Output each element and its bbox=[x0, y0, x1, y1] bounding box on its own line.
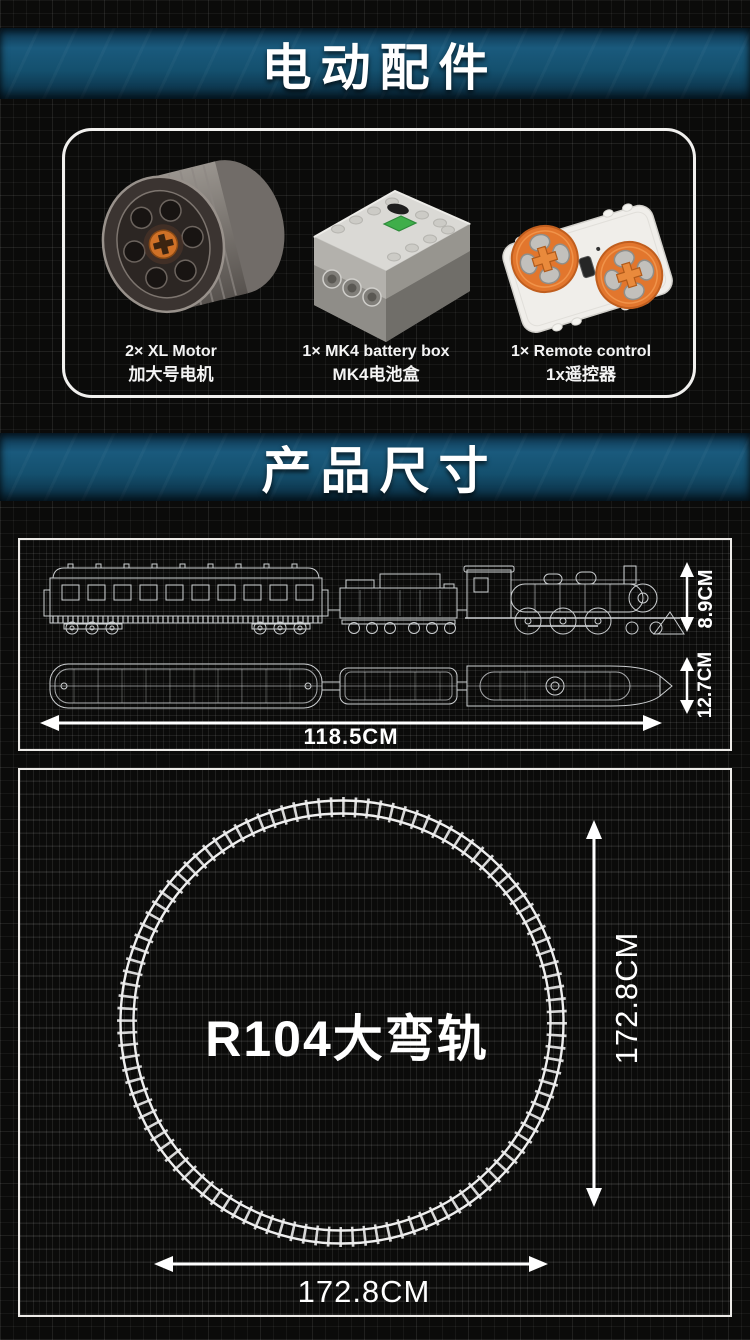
track-name-label: R104大弯轨 bbox=[205, 1011, 489, 1067]
battery-box-label: 1× MK4 battery box MK4电池盒 bbox=[256, 341, 496, 386]
battery-box-label-en: 1× MK4 battery box bbox=[302, 343, 450, 360]
train-height-label: 8.9CM bbox=[695, 569, 717, 629]
train-dimensions-panel: 8.9CM 12.7CM 118.5CM bbox=[18, 538, 732, 751]
train-blueprint-drawing bbox=[43, 563, 685, 709]
remote-control-label-en: 1× Remote control bbox=[510, 343, 652, 360]
xl-motor-label-en: 2× XL Motor bbox=[125, 343, 217, 360]
track-vertical-label: 172.8CM bbox=[609, 931, 644, 1065]
train-length-arrow bbox=[40, 715, 662, 731]
remote-control-label-cn: 1x遥控器 bbox=[546, 365, 616, 384]
train-height-arrow bbox=[680, 562, 694, 632]
train-width-label: 12.7CM bbox=[695, 651, 716, 719]
train-length-label: 118.5CM bbox=[303, 724, 399, 749]
track-ring-drawing bbox=[117, 797, 567, 1247]
battery-box-label-cn: MK4电池盒 bbox=[332, 365, 420, 384]
battery-box-image bbox=[298, 169, 484, 354]
banner-product-size-title: 产品尺寸 bbox=[261, 443, 498, 499]
xl-motor-label-cn: 加大号电机 bbox=[128, 365, 214, 384]
remote-control-label: 1× Remote control 1x遥控器 bbox=[461, 341, 701, 386]
track-horizontal-arrow bbox=[154, 1256, 548, 1272]
remote-control-image bbox=[491, 183, 683, 351]
track-dimensions-panel: R104大弯轨 172.8CM 172.8CM bbox=[18, 768, 732, 1317]
xl-motor-label: 2× XL Motor 加大号电机 bbox=[51, 341, 291, 386]
banner-product-size: 产品尺寸 bbox=[0, 433, 750, 501]
track-horizontal-label: 172.8CM bbox=[297, 1274, 431, 1309]
train-width-arrow bbox=[680, 657, 694, 714]
accessories-panel: 2× XL Motor 加大号电机 1× MK4 battery box MK4… bbox=[62, 128, 696, 398]
xl-motor-image bbox=[78, 153, 303, 348]
banner-electric-parts-title: 电动配件 bbox=[261, 39, 498, 96]
track-vertical-arrow bbox=[586, 820, 602, 1207]
banner-electric-parts: 电动配件 bbox=[0, 28, 750, 99]
